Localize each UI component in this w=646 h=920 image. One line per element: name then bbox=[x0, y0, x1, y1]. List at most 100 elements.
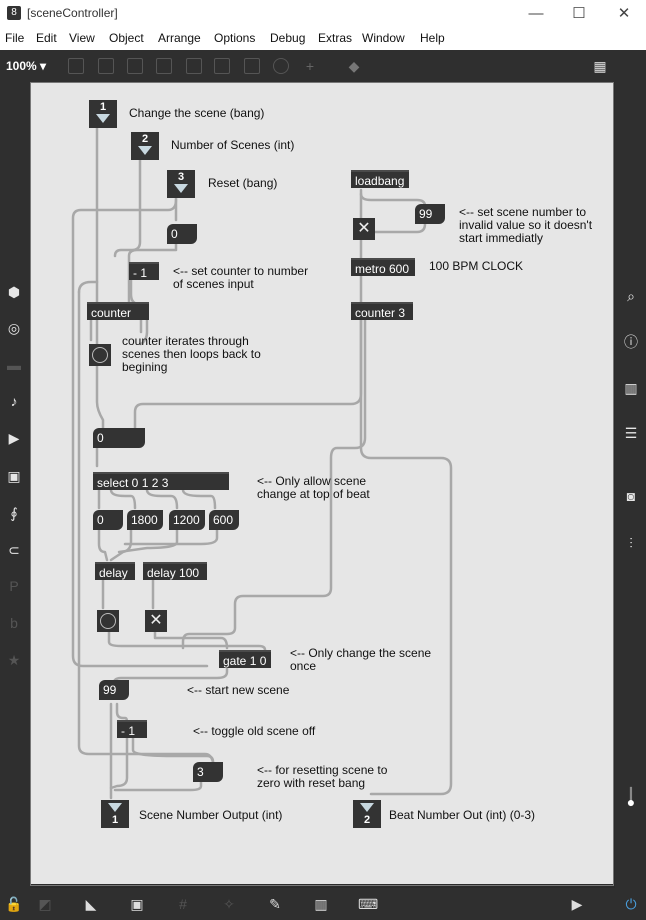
piano-icon[interactable]: ▥ bbox=[314, 896, 328, 912]
init-99-number[interactable]: 99 bbox=[415, 204, 445, 224]
comment-start-new-scene: <-- start new scene bbox=[187, 683, 290, 697]
gate-toggle[interactable]: ✕ bbox=[145, 610, 167, 632]
presentation-icon[interactable]: ◩ bbox=[38, 896, 52, 912]
reset-zero-number[interactable]: 0 bbox=[167, 224, 197, 244]
new-dial-icon[interactable] bbox=[273, 58, 289, 74]
outlet-2-beat[interactable]: 2 bbox=[353, 800, 381, 828]
plug-icon[interactable]: ⊂ bbox=[8, 542, 20, 558]
comment-bpm-clock: 100 BPM CLOCK bbox=[429, 259, 524, 273]
comment-scene-output: Scene Number Output (int) bbox=[139, 808, 283, 822]
new-button-icon[interactable] bbox=[186, 58, 202, 74]
metro-object[interactable]: metro 600 bbox=[351, 258, 415, 276]
menu-file[interactable]: File bbox=[5, 31, 25, 45]
menu-debug[interactable]: Debug bbox=[270, 31, 306, 45]
zoom-menu[interactable]: 100% ▾ bbox=[6, 59, 47, 73]
auto-connect-icon[interactable]: ✧ bbox=[223, 896, 235, 912]
reset-3-number[interactable]: 3 bbox=[193, 762, 223, 782]
add-object-icon[interactable]: + bbox=[305, 58, 315, 74]
menu-options[interactable]: Options bbox=[214, 31, 256, 45]
info-icon[interactable]: ⓘ bbox=[624, 334, 638, 350]
media-icon[interactable]: ▬ bbox=[7, 357, 21, 373]
minimize-button[interactable]: — bbox=[528, 5, 544, 22]
select-object[interactable]: select 0 1 2 3 bbox=[93, 472, 229, 490]
p-icon[interactable]: P bbox=[9, 578, 19, 594]
maximize-button[interactable]: ☐ bbox=[572, 5, 586, 22]
gate-object[interactable]: gate 1 0 bbox=[219, 650, 271, 668]
power-icon[interactable]: ⏻ bbox=[625, 896, 637, 912]
b-icon[interactable]: b bbox=[10, 615, 18, 631]
comment-reset: Reset (bang) bbox=[208, 176, 278, 190]
cord bbox=[107, 628, 267, 652]
paint-bucket-icon[interactable]: ◆ bbox=[348, 58, 360, 74]
counter3-object[interactable]: counter 3 bbox=[351, 302, 413, 320]
paperclip-icon[interactable]: ∮ bbox=[10, 505, 18, 521]
patch-cords bbox=[71, 126, 453, 800]
cord bbox=[139, 318, 149, 346]
inlet-2-int[interactable]: 2 bbox=[131, 132, 159, 160]
target-icon[interactable]: ◎ bbox=[7, 320, 21, 336]
cord bbox=[115, 702, 129, 724]
subtract-one-object[interactable]: - 1 bbox=[129, 262, 159, 280]
patcher-canvas[interactable]: 1 2 3 1 2 loadbang - 1 counter metro 600… bbox=[31, 82, 613, 884]
title-bar: 8 [sceneController] — ☐ ✕ bbox=[0, 0, 646, 28]
mixer-icon[interactable]: ⫶ bbox=[629, 535, 633, 551]
menu-view[interactable]: View bbox=[69, 31, 95, 45]
snapshot-icon[interactable]: ◙ bbox=[626, 488, 636, 504]
new-number-icon[interactable] bbox=[244, 58, 260, 74]
delay-0-number[interactable]: 0 bbox=[93, 510, 123, 530]
inlet-3-reset[interactable]: 3 bbox=[167, 170, 195, 198]
volume-slider-icon[interactable]: ● bbox=[626, 794, 636, 810]
inlet-1-bang[interactable]: 1 bbox=[89, 100, 117, 128]
comment-bubble-icon[interactable]: ◣ bbox=[85, 896, 97, 912]
new-message-icon[interactable] bbox=[98, 58, 114, 74]
delay-1800-number[interactable]: 1800 bbox=[127, 510, 163, 530]
play-icon[interactable]: ▶ bbox=[571, 896, 583, 912]
scene-99-number[interactable]: 99 bbox=[99, 680, 129, 700]
reference-icon[interactable]: ▥ bbox=[624, 380, 638, 396]
new-comment-icon[interactable] bbox=[127, 58, 143, 74]
delay-1200-number[interactable]: 1200 bbox=[169, 510, 205, 530]
close-button[interactable]: ✕ bbox=[617, 5, 631, 22]
star-icon[interactable]: ★ bbox=[7, 652, 21, 668]
comment-top-of-beat: <-- Only allow scene change at top of be… bbox=[257, 474, 370, 501]
menu-help[interactable]: Help bbox=[420, 31, 445, 45]
cord bbox=[77, 280, 99, 294]
delay100-object[interactable]: delay 100 bbox=[143, 562, 207, 580]
delay-bang-button[interactable] bbox=[97, 610, 119, 632]
menu-extras[interactable]: Extras bbox=[318, 31, 353, 45]
video-icon[interactable]: ▶ bbox=[8, 430, 20, 446]
menu-arrange[interactable]: Arrange bbox=[158, 31, 201, 45]
lock-icon[interactable]: 🔓 bbox=[5, 896, 23, 912]
layers-icon[interactable]: ▣ bbox=[130, 896, 144, 912]
keyboard-icon[interactable]: ⌨ bbox=[358, 896, 379, 912]
grid-menu-icon[interactable]: ▦ bbox=[593, 58, 607, 74]
wrench-icon[interactable]: ✎ bbox=[269, 896, 281, 912]
bang-circle-icon bbox=[92, 347, 108, 363]
outlet-1-scene[interactable]: 1 bbox=[101, 800, 129, 828]
delay-600-number[interactable]: 600 bbox=[209, 510, 239, 530]
image-icon[interactable]: ▣ bbox=[7, 468, 21, 484]
new-object-icon[interactable] bbox=[68, 58, 84, 74]
menu-object[interactable]: Object bbox=[109, 31, 144, 45]
cord bbox=[77, 290, 215, 764]
new-slider-icon[interactable] bbox=[214, 58, 230, 74]
new-toggle-icon[interactable] bbox=[156, 58, 172, 74]
loadbang-object[interactable]: loadbang bbox=[351, 170, 409, 188]
menu-edit[interactable]: Edit bbox=[36, 31, 57, 45]
cord bbox=[123, 526, 219, 546]
menu-window[interactable]: Window bbox=[362, 31, 405, 45]
clock-toggle[interactable]: ✕ bbox=[353, 218, 375, 240]
search-icon[interactable]: ⌕ bbox=[627, 288, 635, 304]
counter-bang-button[interactable] bbox=[89, 344, 111, 366]
package-icon[interactable]: ⬢ bbox=[7, 284, 21, 300]
counter-object[interactable]: counter bbox=[87, 302, 149, 320]
menu-bar: File Edit View Object Arrange Options De… bbox=[0, 28, 646, 50]
subtract-one-bottom-object[interactable]: - 1 bbox=[117, 720, 147, 738]
list-icon[interactable]: ☰ bbox=[624, 425, 638, 441]
music-note-icon[interactable]: ♪ bbox=[10, 393, 18, 409]
grid-icon[interactable]: # bbox=[179, 896, 187, 912]
cord bbox=[359, 192, 427, 208]
beat-zero-number[interactable]: 0 bbox=[93, 428, 145, 448]
delay-object[interactable]: delay bbox=[95, 562, 135, 580]
cord bbox=[71, 198, 209, 668]
